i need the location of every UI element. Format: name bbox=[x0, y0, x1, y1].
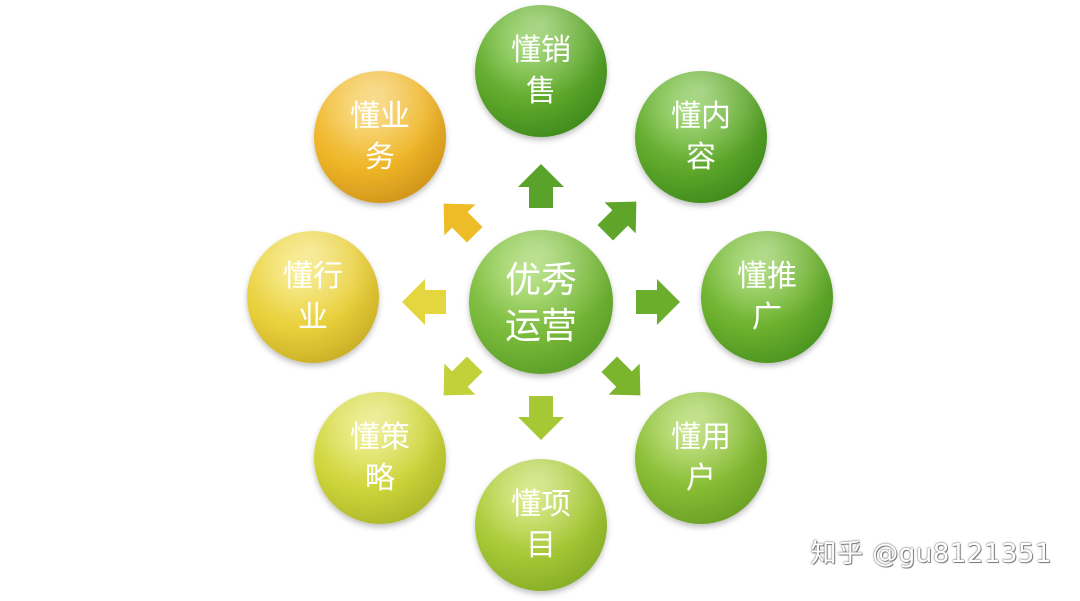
node-project-line1: 懂项 bbox=[511, 487, 571, 522]
arrow-up-left bbox=[443, 203, 483, 243]
node-promotion-line1: 懂推 bbox=[737, 259, 797, 294]
node-users: 懂用 户 bbox=[635, 392, 767, 524]
arrow-down-right bbox=[601, 356, 641, 396]
node-industry-line2: 业 bbox=[298, 300, 328, 335]
node-content-line2: 容 bbox=[686, 140, 716, 175]
node-content: 懂内 容 bbox=[635, 71, 767, 203]
node-strategy-line2: 略 bbox=[365, 461, 395, 496]
node-sales-line1: 懂销 bbox=[511, 33, 571, 68]
arrow-right bbox=[636, 279, 680, 325]
node-business-line1: 懂业 bbox=[350, 99, 410, 134]
arrow-down bbox=[518, 396, 564, 440]
node-industry: 懂行 业 bbox=[247, 231, 379, 363]
arrow-up bbox=[518, 164, 564, 208]
arrow-left bbox=[402, 279, 446, 325]
node-business-line2: 务 bbox=[365, 140, 395, 175]
node-users-line1: 懂用 bbox=[671, 420, 731, 455]
arrow-down-left bbox=[443, 356, 483, 396]
node-promotion: 懂推 广 bbox=[701, 231, 833, 363]
node-industry-line1: 懂行 bbox=[283, 259, 343, 294]
center-node: 优秀 运营 bbox=[469, 230, 613, 374]
node-sales-line2: 售 bbox=[526, 74, 556, 109]
node-promotion-line2: 广 bbox=[752, 300, 782, 335]
node-business: 懂业 务 bbox=[314, 71, 446, 203]
node-project-line2: 目 bbox=[526, 528, 556, 563]
center-node-line2: 运营 bbox=[505, 306, 577, 347]
center-node-line1: 优秀 bbox=[505, 260, 577, 301]
arrow-up-right bbox=[597, 201, 637, 241]
node-users-line2: 户 bbox=[686, 461, 716, 496]
node-sales: 懂销 售 bbox=[475, 5, 607, 137]
node-strategy-line1: 懂策 bbox=[350, 420, 410, 455]
node-content-line1: 懂内 bbox=[671, 99, 731, 134]
node-project: 懂项 目 bbox=[475, 459, 607, 591]
node-strategy: 懂策 略 bbox=[314, 392, 446, 524]
zhihu-watermark: 知乎 @gu8121351 bbox=[810, 539, 1052, 569]
